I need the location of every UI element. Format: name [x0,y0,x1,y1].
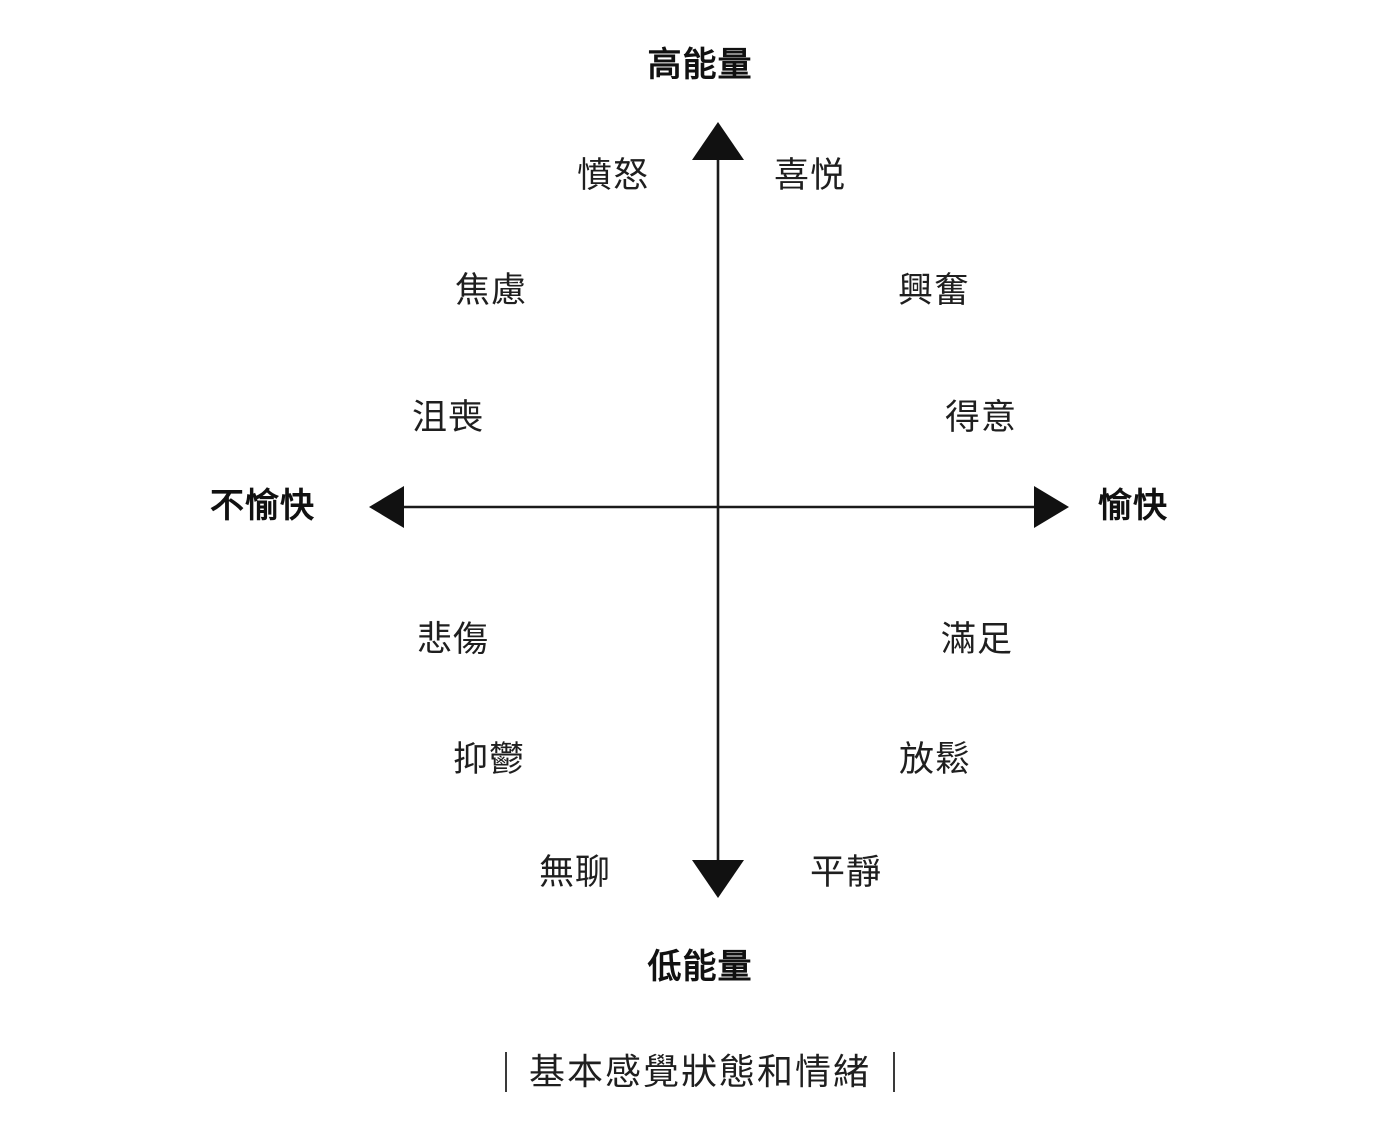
caption-rule-right [893,1052,895,1092]
axis-pole-label-high-energy: 高能量 [647,46,753,84]
emotion-label: 無聊 [539,853,612,892]
emotion-label: 滿足 [941,620,1014,659]
caption-text: 基本感覺狀態和情緒 [528,1051,871,1092]
emotion-label: 平靜 [810,853,883,892]
diagram-caption: 基本感覺狀態和情緒 [0,1052,1400,1092]
emotion-label: 興奮 [898,271,971,310]
emotion-label: 焦慮 [455,271,528,310]
axis-pole-label-unpleasant: 不愉快 [210,487,315,525]
axis-arrow-up [692,122,744,160]
emotion-label: 憤怒 [577,156,650,195]
axis-pole-label-low-energy: 低能量 [647,948,753,986]
emotion-label: 悲傷 [417,620,490,659]
axis-arrow-down [692,860,744,898]
axis-arrow-right [1034,486,1069,528]
emotion-label: 抑鬱 [453,740,526,779]
emotion-label: 沮喪 [412,398,485,437]
emotion-label: 放鬆 [899,740,972,779]
caption-rule-left [504,1052,507,1092]
axis-arrow-left [369,486,404,528]
emotion-label: 得意 [945,398,1018,437]
emotion-label: 喜悦 [774,156,847,195]
axis-pole-label-pleasant: 愉快 [1098,487,1168,525]
